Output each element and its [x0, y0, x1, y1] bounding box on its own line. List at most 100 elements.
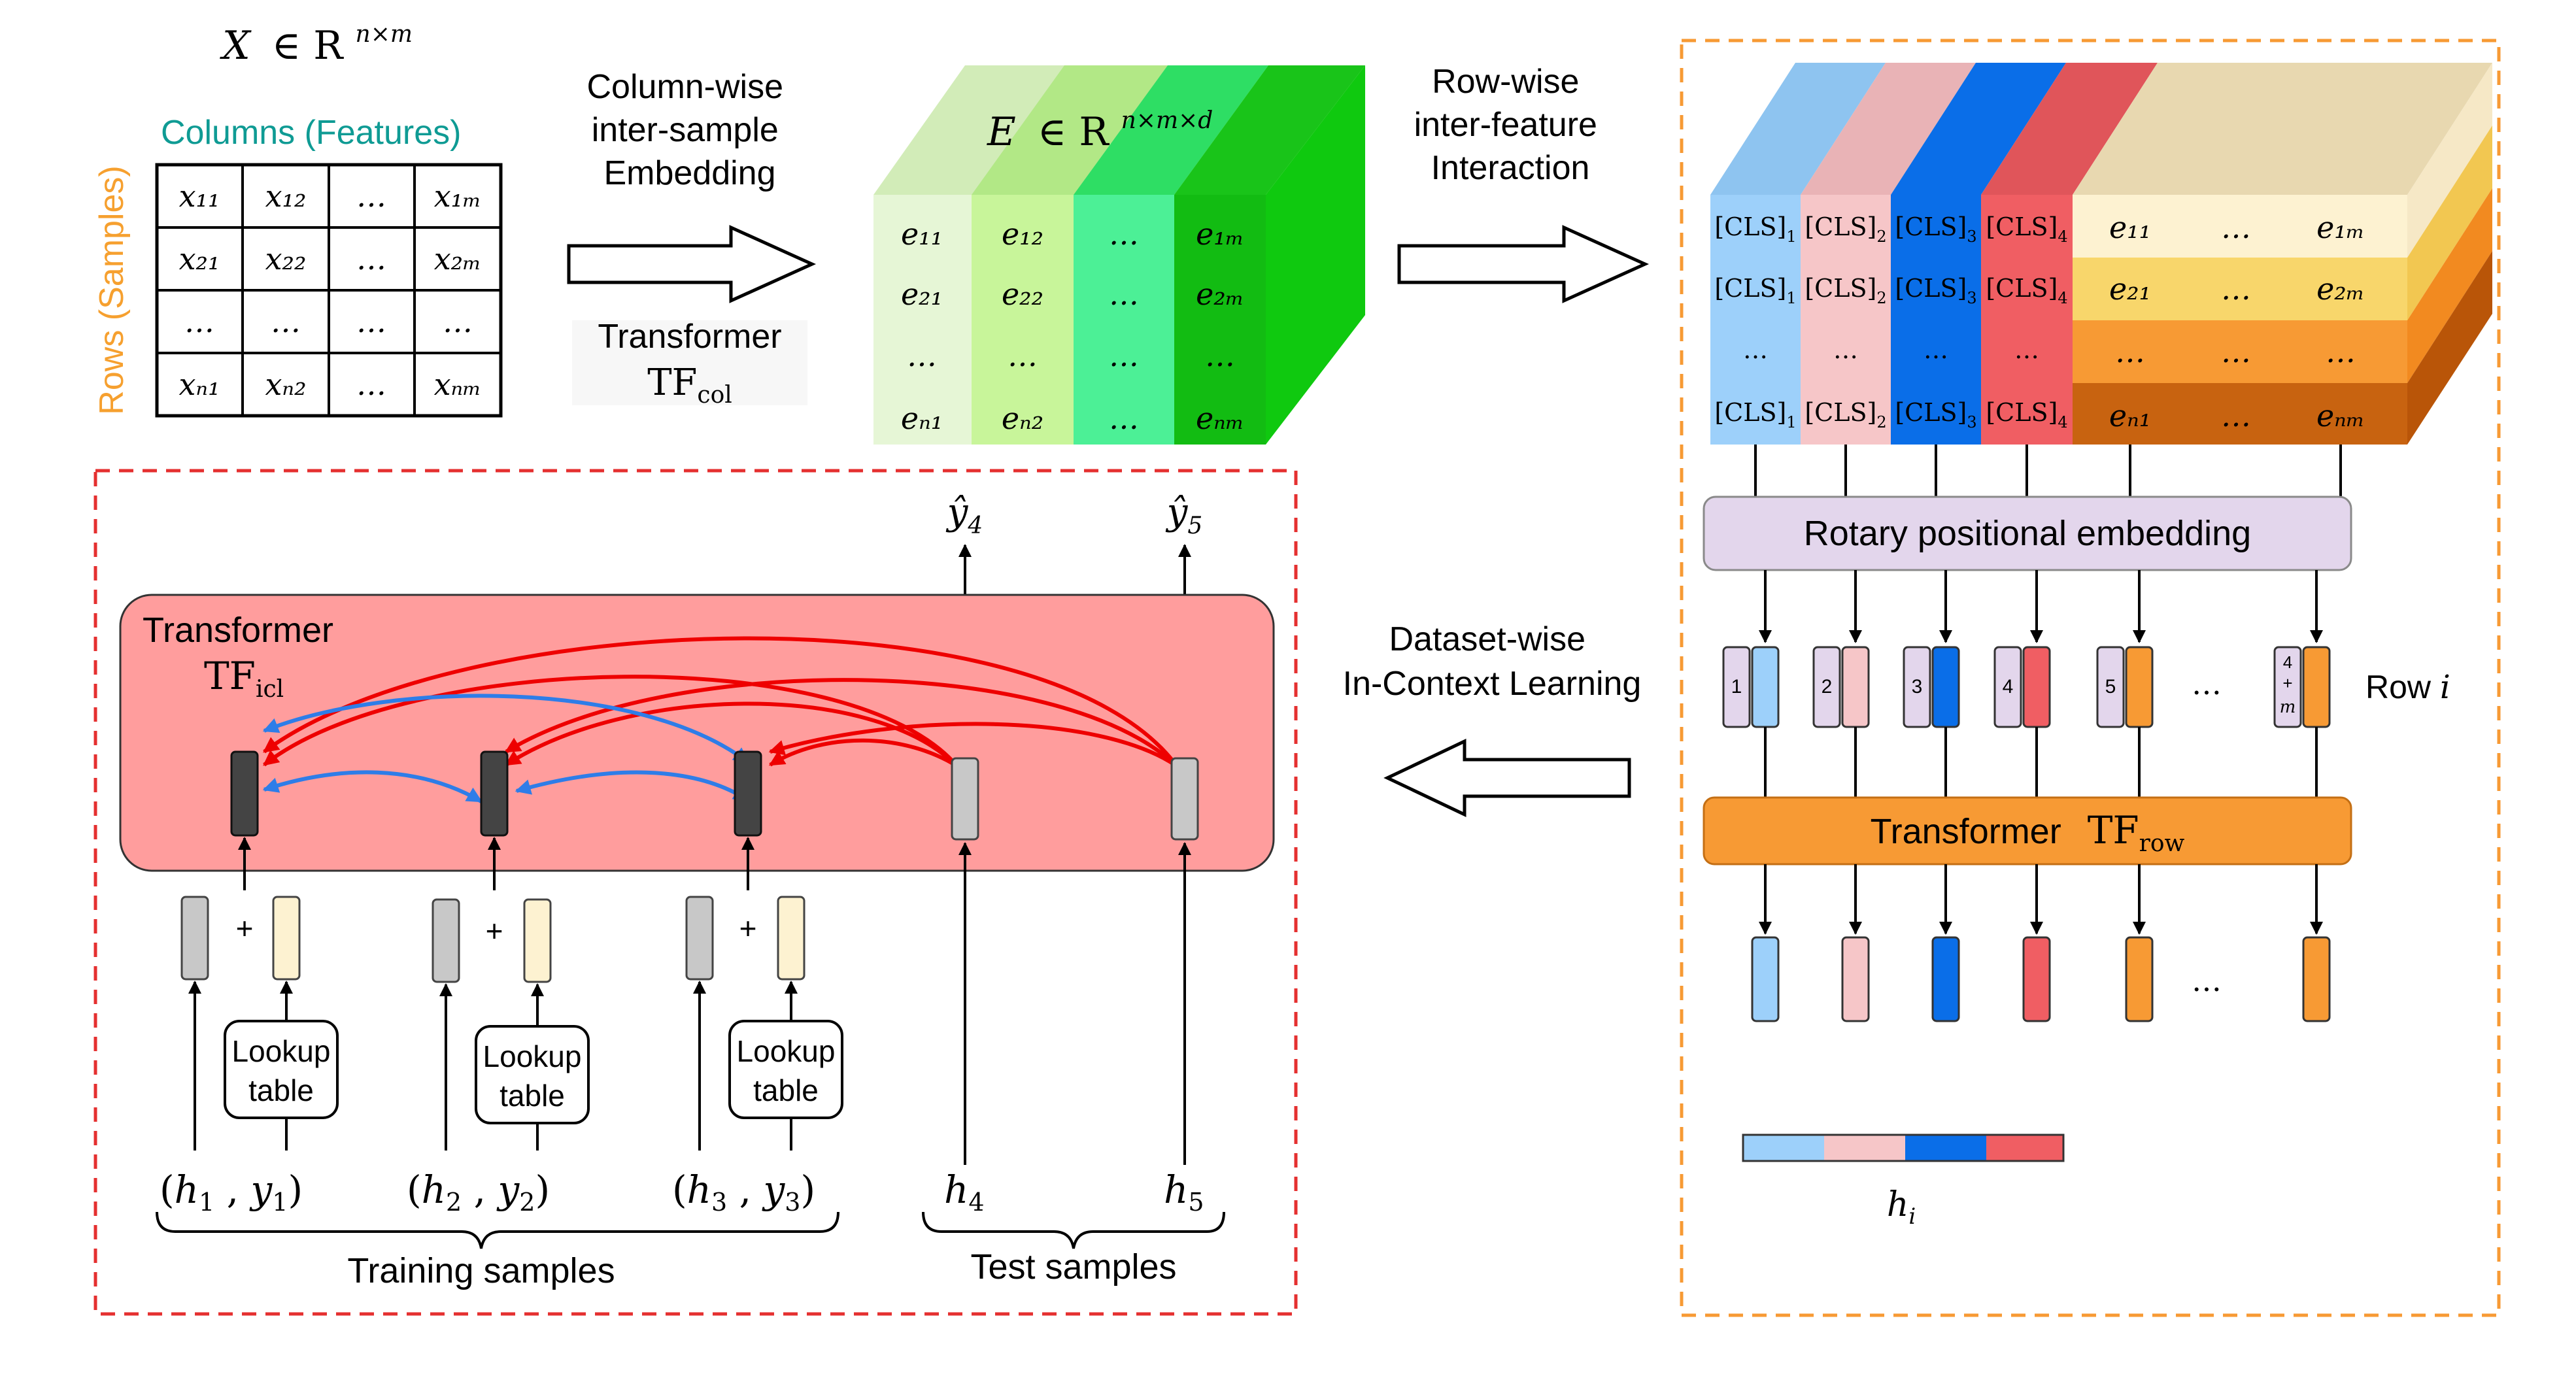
step-icl: Dataset-wise In-Context Learning	[1343, 620, 1642, 817]
cls-col-1	[1710, 195, 1801, 445]
plus-sign: +	[236, 911, 254, 945]
feature-embedding	[180, 896, 209, 981]
tf-row-bar	[1703, 796, 2352, 865]
svg-text:Column-wise inter-sample: Column-wise inter-sample Embedding	[587, 68, 793, 192]
test-samples-label: Test samples	[970, 1247, 1176, 1286]
lookup-table-label: table	[248, 1073, 314, 1107]
feature-cell: …	[2221, 271, 2251, 307]
lookup-table-label: Lookup	[737, 1034, 836, 1068]
feature-cell: eₙₘ	[2316, 398, 2365, 433]
step3-line: In-Context Learning	[1343, 665, 1642, 703]
position-id-box	[2273, 646, 2302, 728]
feature-cell: …	[2221, 398, 2251, 433]
lookup-table-label: Lookup	[232, 1034, 331, 1068]
position-id-box	[2096, 646, 2125, 728]
arrow-step2-icon	[1397, 225, 1650, 303]
training-samples-label: Training samples	[347, 1251, 615, 1290]
train-embeddings: + + +	[180, 896, 805, 983]
matrix-cell: …	[184, 304, 214, 339]
cls-token: [CLS]1	[1714, 274, 1796, 307]
row-token	[2125, 646, 2154, 728]
test-input: h4	[944, 1168, 985, 1217]
test-brace	[922, 1211, 1225, 1249]
position-dots: …	[2192, 666, 2222, 701]
feature-row-2	[2073, 258, 2407, 320]
cls-dots: …	[1924, 335, 1948, 364]
tf-col-symbol: TFcol	[647, 361, 732, 409]
position-id: 1	[1731, 676, 1742, 697]
cls-token: [CLS]2	[1805, 398, 1886, 431]
cls-col-2	[1801, 195, 1891, 445]
rows-label: Rows (Samples)	[93, 165, 131, 414]
input-matrix: X ∈ R n×m Columns (Features) Rows (Sampl…	[93, 21, 503, 418]
cls-dots: …	[1833, 335, 1858, 364]
matrix-cell: …	[356, 367, 386, 402]
matrix-cell: …	[356, 178, 386, 214]
cube-cell: e₁ₘ	[1196, 216, 1244, 252]
plus-sign: +	[739, 911, 757, 945]
position-id: +	[2282, 673, 2292, 693]
row-representation-label: hi	[1887, 1185, 1916, 1230]
label-embedding	[523, 898, 552, 983]
step1-line: Embedding	[603, 154, 775, 192]
matrix-cell: x₂₂	[265, 241, 307, 277]
cube-col-1	[873, 195, 972, 445]
train-token	[230, 750, 259, 837]
step2-line: inter-feature	[1414, 106, 1597, 144]
cube-cell: e₁₁	[901, 216, 943, 252]
feature-cell: …	[2221, 210, 2251, 245]
row-output-token	[2302, 936, 2331, 1022]
cls-token: [CLS]4	[1986, 398, 2067, 431]
cube-cell: …	[1109, 401, 1139, 436]
rotary-embedding-bar	[1703, 496, 2352, 571]
feature-cell: …	[2326, 334, 2356, 369]
lookup-table-box	[728, 1020, 843, 1119]
position-id: 3	[1912, 676, 1923, 697]
cls-token: [CLS]4	[1986, 212, 2067, 246]
row-i-label: Row i	[2365, 668, 2450, 706]
cube-cell: e₂₂	[1002, 277, 1043, 312]
test-input: h5	[1164, 1168, 1204, 1217]
cube-cell: …	[1109, 216, 1139, 252]
lookup-table-box	[224, 1020, 339, 1119]
matrix-cell: xₙₘ	[434, 367, 482, 402]
cube-cell: eₙ₁	[901, 401, 943, 436]
test-token	[1170, 757, 1199, 841]
matrix-cell: xₙ₂	[265, 367, 306, 402]
output-y5: ŷ5	[1165, 491, 1203, 539]
cube-cell: e₁₂	[1002, 216, 1043, 252]
feature-cell: e₁₁	[2109, 210, 2151, 245]
matrix-cell: x₂₁	[179, 241, 220, 277]
columns-label: Columns (Features)	[161, 114, 461, 152]
step2-line: Interaction	[1431, 149, 1590, 187]
row-panel-border	[1680, 39, 2501, 1317]
feature-row-1	[2073, 195, 2407, 258]
position-id-box	[1722, 646, 1751, 728]
train-token	[480, 750, 509, 837]
matrix-cell: …	[443, 304, 473, 339]
matrix-cell: …	[271, 304, 301, 339]
cube-title: E ∈ R n×m×d	[987, 107, 1213, 155]
cls-col-3	[1891, 195, 1981, 445]
label-embedding	[777, 896, 805, 981]
row-output-token	[1751, 936, 1780, 1022]
row-token	[1931, 646, 1960, 728]
feature-row-4	[2073, 383, 2407, 445]
row-output-token	[2125, 936, 2154, 1022]
cls-token: [CLS]1	[1714, 398, 1796, 431]
cls-token: [CLS]4	[1986, 274, 2067, 307]
step-row-interaction: Row-wise inter-feature Interaction	[1397, 63, 1650, 303]
step2-line: Row-wise	[1432, 63, 1579, 101]
feature-cell: e₂ₘ	[2316, 271, 2365, 307]
feature-embedding	[432, 898, 460, 983]
icl-outputs: ŷ4 ŷ5	[945, 491, 1203, 595]
row-output-token	[2022, 936, 2051, 1022]
cls-token: [CLS]3	[1895, 212, 1976, 246]
row-token	[1841, 646, 1870, 728]
feature-cell: e₂₁	[2109, 271, 2151, 307]
lookup-table-label: table	[500, 1079, 565, 1113]
row-output-tokens: …	[1751, 936, 2331, 1022]
step1-line: Column-wise	[587, 68, 784, 106]
matrix-cell: x₁ₘ	[434, 178, 482, 214]
